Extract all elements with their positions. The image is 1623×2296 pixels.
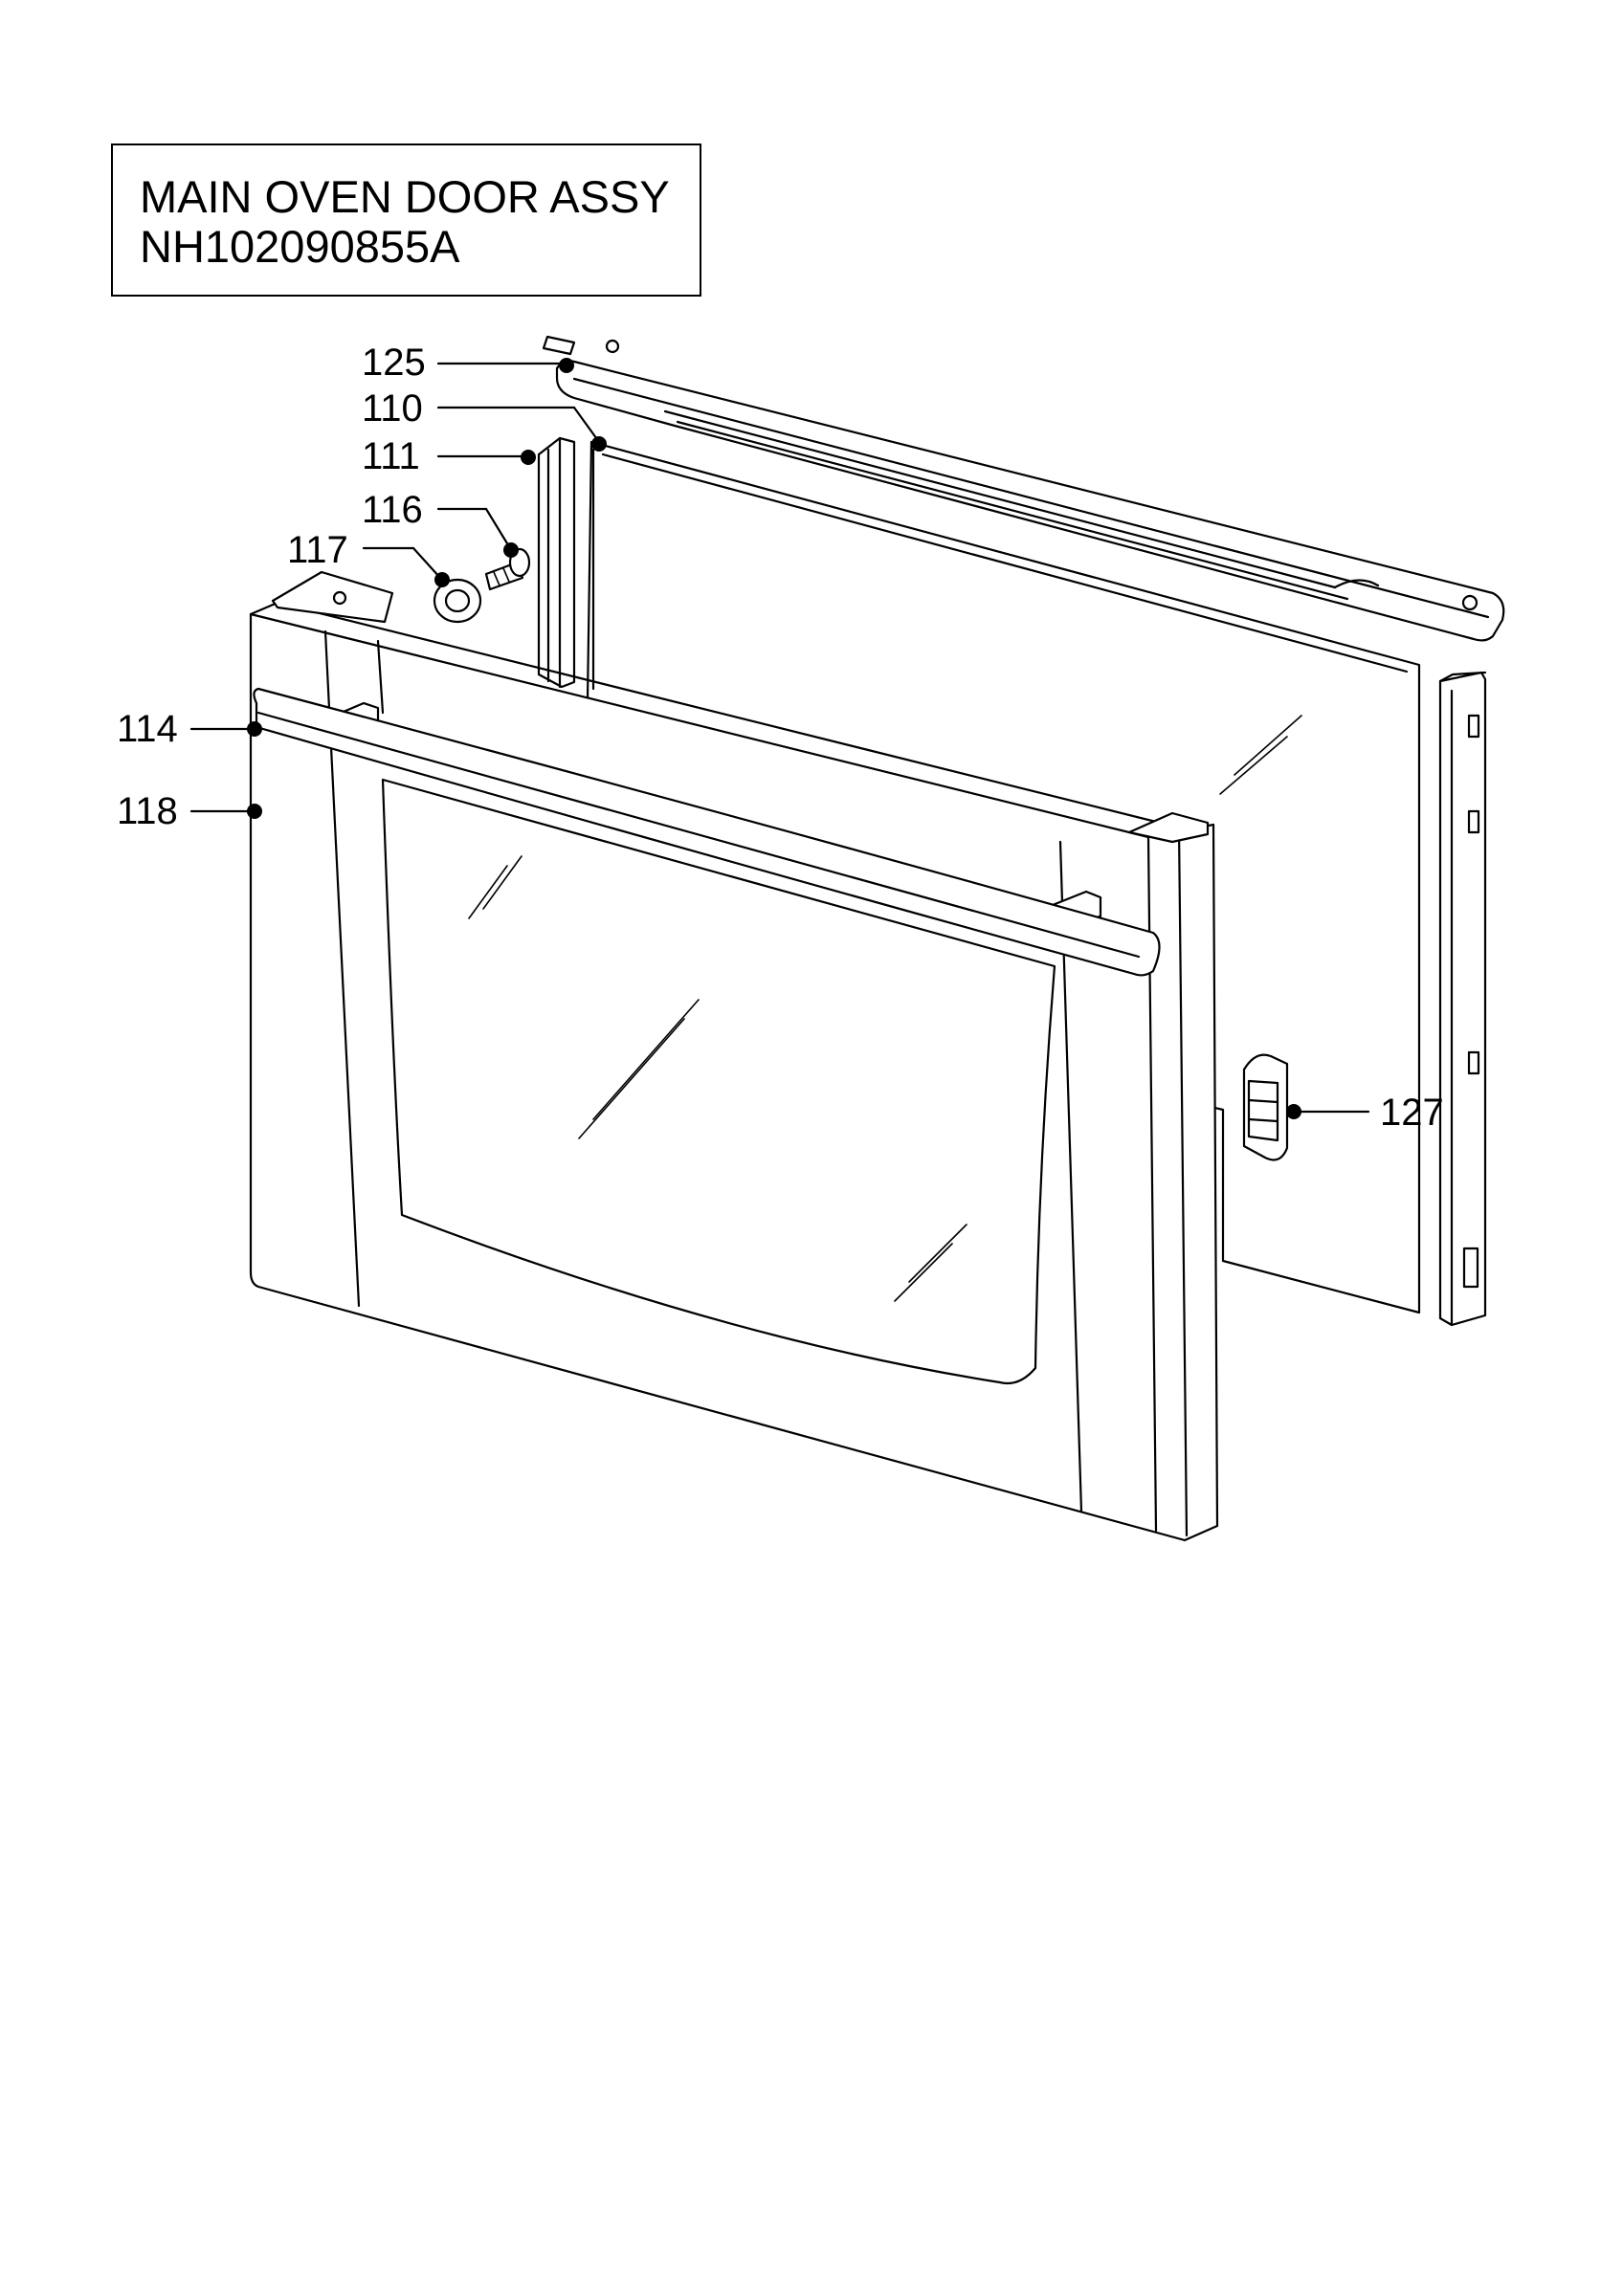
callout-label-125: 125 (362, 342, 426, 384)
gasket-strip (537, 436, 595, 691)
callout-label-114: 114 (117, 708, 178, 750)
callout-label-116: 116 (362, 489, 423, 531)
callout-leaders (189, 358, 1370, 1119)
hinge-latch (1242, 1053, 1289, 1161)
callout-label-127: 127 (1380, 1092, 1444, 1134)
callout-label-117: 117 (287, 529, 348, 571)
door-handle (253, 687, 1161, 977)
washer (433, 578, 482, 624)
title-box: MAIN OVEN DOOR ASSY NH102090855A (111, 144, 701, 297)
diagram-title: MAIN OVEN DOOR ASSY (140, 171, 670, 222)
part-number: NH102090855A (140, 221, 460, 272)
right-side-channel (1438, 671, 1487, 1327)
callout-label-111: 111 (362, 435, 420, 477)
callout-label-110: 110 (362, 387, 423, 430)
callout-label-118: 118 (117, 790, 178, 832)
